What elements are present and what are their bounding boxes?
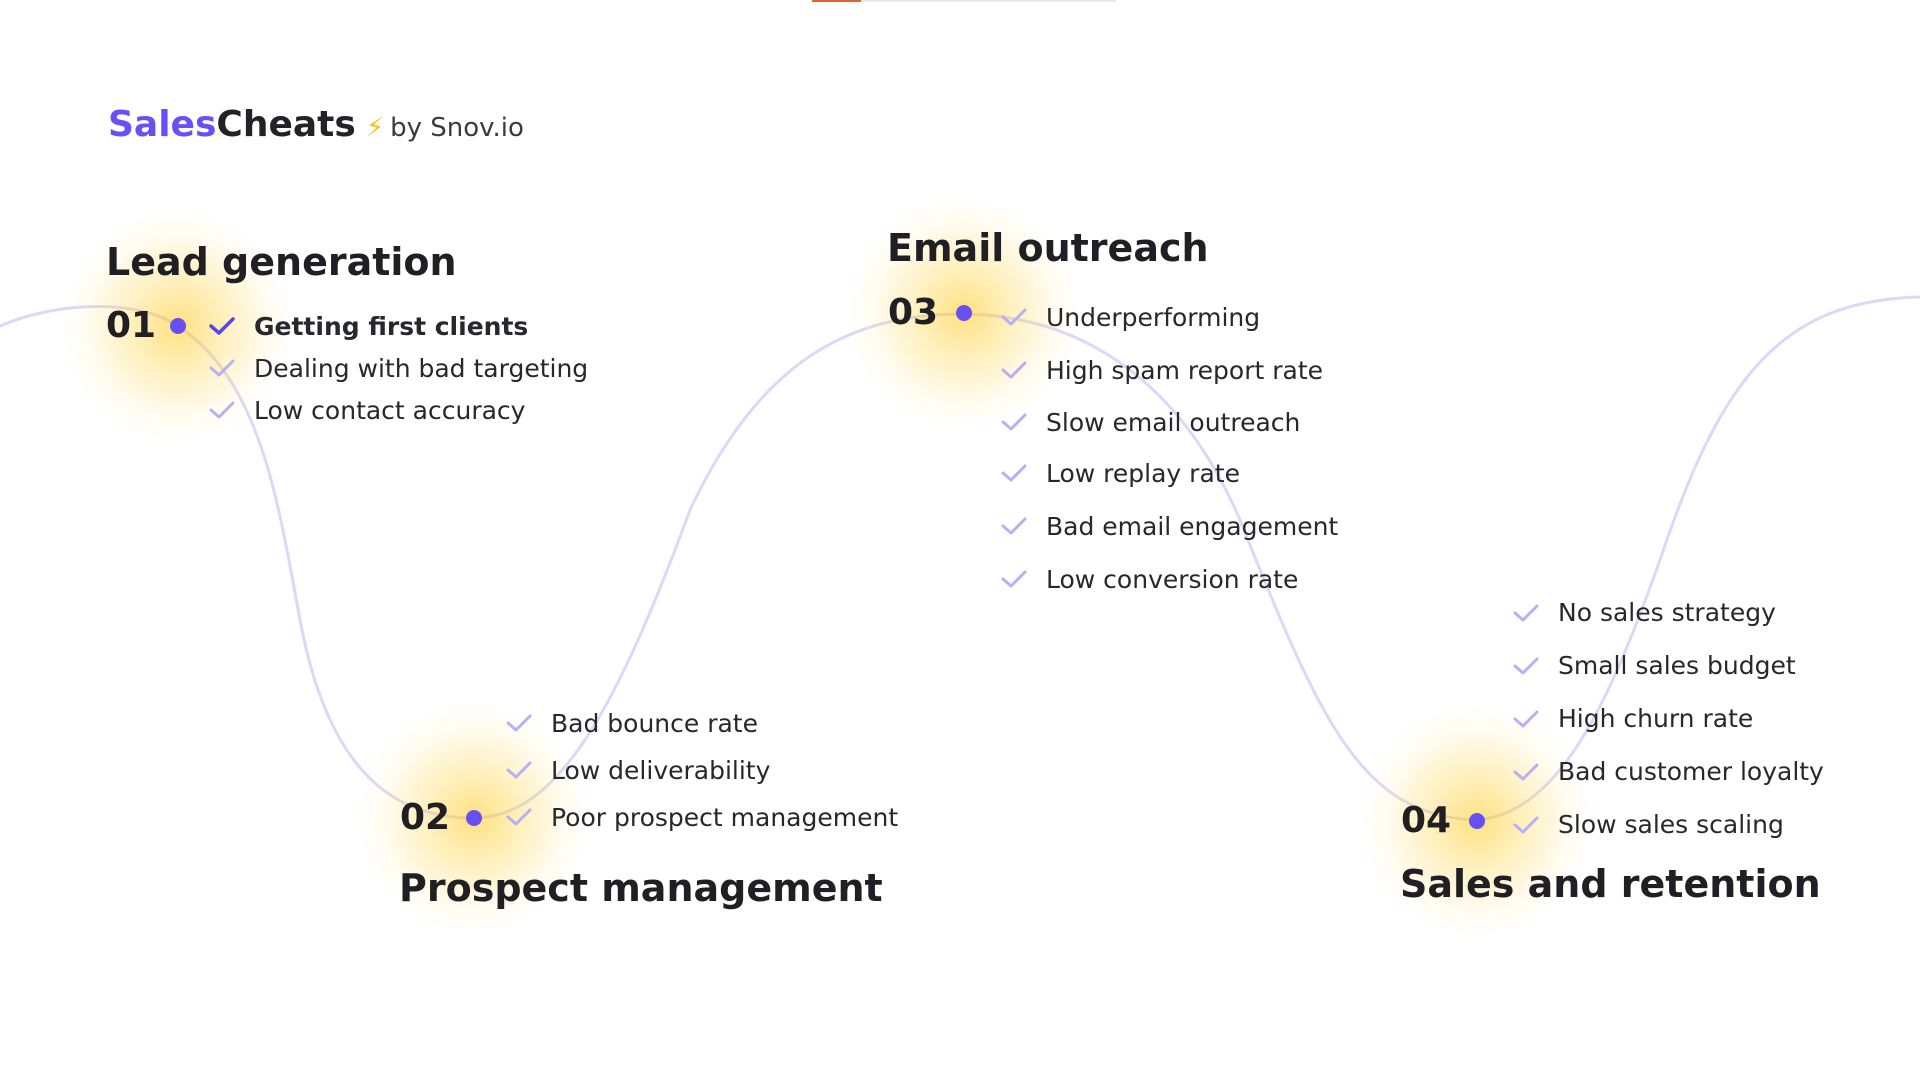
stage-02-number: 02 xyxy=(400,797,451,838)
list-item[interactable]: Small sales budget xyxy=(1512,639,1824,692)
slide-progress-fill xyxy=(812,0,861,2)
list-item-label: Small sales budget xyxy=(1558,651,1796,680)
list-item-label: Bad customer loyalty xyxy=(1558,757,1824,786)
list-item[interactable]: Underperforming xyxy=(1000,291,1338,343)
list-item-label: No sales strategy xyxy=(1558,598,1776,627)
check-icon xyxy=(1001,570,1027,588)
list-item[interactable]: Bad email engagement xyxy=(1000,499,1338,553)
logo-brand-cheats: Cheats xyxy=(216,104,356,145)
stage-02-title: Prospect management xyxy=(399,866,883,910)
stage-01-number: 01 xyxy=(106,305,157,346)
stage-02-items: Bad bounce rate Low deliverability Poor … xyxy=(505,700,898,840)
check-icon xyxy=(1001,464,1027,482)
check-icon xyxy=(1001,361,1027,379)
stage-04-dot[interactable] xyxy=(1469,813,1485,829)
list-item-label: High churn rate xyxy=(1558,704,1754,733)
check-icon xyxy=(506,808,532,826)
list-item[interactable]: Low conversion rate xyxy=(1000,553,1338,605)
stage-01-items: Getting first clients Dealing with bad t… xyxy=(208,305,588,431)
list-item-label: Low deliverability xyxy=(551,755,771,785)
list-item[interactable]: Slow email outreach xyxy=(1000,397,1338,447)
check-icon xyxy=(506,714,532,732)
logo-brand-sales: Sales xyxy=(108,104,217,145)
check-icon xyxy=(1513,763,1539,780)
check-icon xyxy=(1513,710,1539,727)
check-icon xyxy=(209,401,235,419)
stage-03-items: Underperforming High spam report rate Sl… xyxy=(1000,291,1338,605)
list-item[interactable]: Bad customer loyalty xyxy=(1512,745,1824,798)
stage-02-dot[interactable] xyxy=(466,810,482,826)
list-item[interactable]: Low contact accuracy xyxy=(208,389,588,431)
stage-04-number: 04 xyxy=(1401,800,1452,841)
list-item[interactable]: Poor prospect management xyxy=(505,794,898,840)
logo-by-snovio: by Snov.io xyxy=(390,113,524,143)
list-item-label: Poor prospect management xyxy=(551,802,899,832)
stage-04-items: No sales strategy Small sales budget Hig… xyxy=(1512,586,1824,851)
stage-03-title: Email outreach xyxy=(887,226,1209,270)
salescheats-logo[interactable]: Sales Cheats ⚡ by Snov.io xyxy=(108,104,524,145)
list-item[interactable]: No sales strategy xyxy=(1512,586,1824,639)
list-item[interactable]: Dealing with bad targeting xyxy=(208,347,588,389)
list-item-label: Dealing with bad targeting xyxy=(254,353,589,383)
check-icon xyxy=(1513,816,1539,833)
stage-03-dot[interactable] xyxy=(956,305,972,321)
lightning-bolt-icon: ⚡ xyxy=(365,113,385,143)
list-item[interactable]: Bad bounce rate xyxy=(505,700,898,746)
list-item-label: Low conversion rate xyxy=(1046,564,1299,594)
list-item-label: Low contact accuracy xyxy=(254,395,526,425)
check-icon xyxy=(1001,308,1027,326)
check-icon xyxy=(1513,657,1539,674)
stage-03-number: 03 xyxy=(888,292,939,333)
stage-04-title: Sales and retention xyxy=(1400,862,1821,906)
list-item[interactable]: Low deliverability xyxy=(505,746,898,794)
list-item-label: Bad bounce rate xyxy=(551,708,758,738)
list-item[interactable]: High spam report rate xyxy=(1000,343,1338,397)
check-icon xyxy=(1001,413,1027,431)
list-item[interactable]: Getting first clients xyxy=(208,305,588,347)
check-icon xyxy=(1513,604,1539,621)
list-item-label: Slow email outreach xyxy=(1046,407,1301,437)
list-item-label: Getting first clients xyxy=(254,311,529,341)
list-item-label: High spam report rate xyxy=(1046,355,1324,385)
check-icon xyxy=(209,359,235,377)
slide-progress-bar xyxy=(812,0,1116,2)
list-item[interactable]: High churn rate xyxy=(1512,692,1824,745)
stage-01-title: Lead generation xyxy=(106,240,457,284)
list-item-label: Bad email engagement xyxy=(1046,511,1339,541)
list-item-label: Underperforming xyxy=(1046,302,1261,332)
list-item-label: Low replay rate xyxy=(1046,458,1240,488)
stage-01-dot[interactable] xyxy=(170,318,186,334)
list-item-label: Slow sales scaling xyxy=(1558,810,1784,839)
check-icon xyxy=(209,317,235,335)
check-icon xyxy=(1001,517,1027,535)
list-item[interactable]: Low replay rate xyxy=(1000,447,1338,499)
list-item[interactable]: Slow sales scaling xyxy=(1512,798,1824,851)
check-icon xyxy=(506,761,532,779)
